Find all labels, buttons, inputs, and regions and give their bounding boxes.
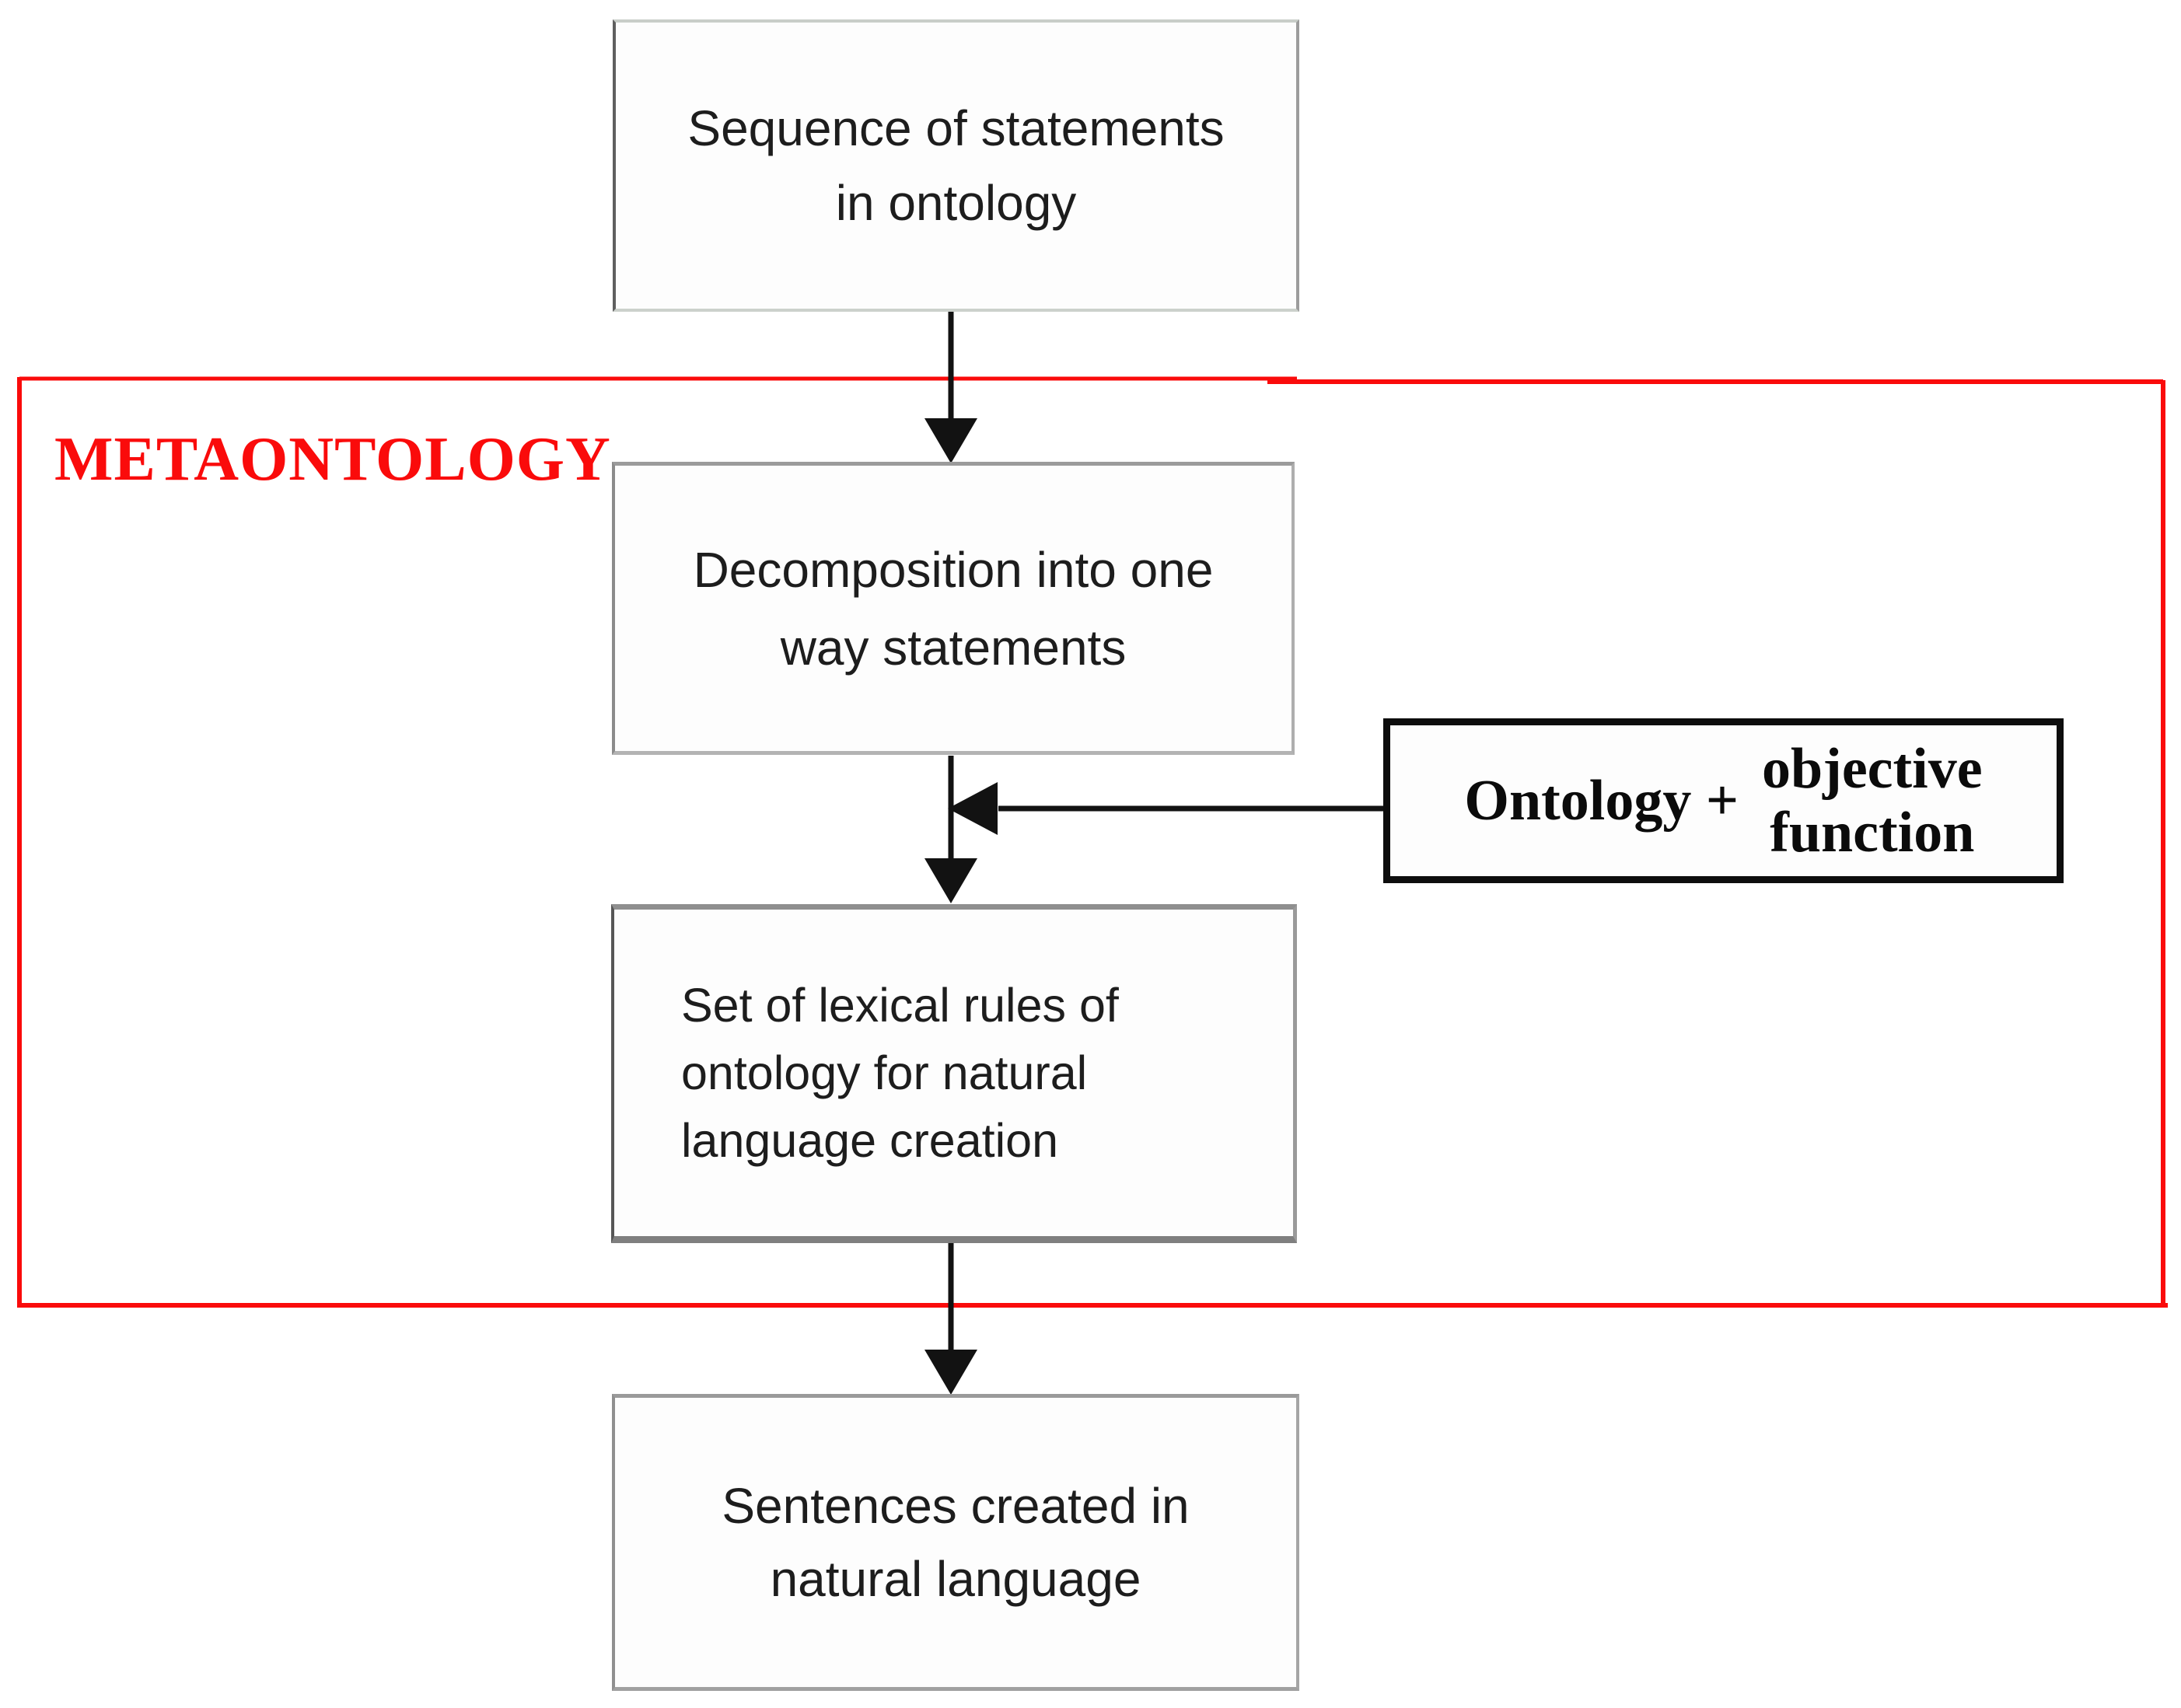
metaontology-region-border: [17, 376, 2168, 1308]
arrowhead-down-icon: [924, 858, 977, 903]
node-label-line: in ontology: [835, 175, 1077, 231]
arrow-sequence-to-decomposition: [924, 311, 977, 463]
node-label-line: Set of lexical rules of: [681, 978, 1119, 1032]
arrowhead-down-icon: [924, 1350, 977, 1395]
arrow-lexical-to-sentences: [924, 1243, 977, 1395]
node-label-line: language creation: [681, 1113, 1058, 1167]
flow-node-lexical-rules: Set of lexical rules of ontology for nat…: [611, 904, 1297, 1243]
node-label-line: objective: [1762, 737, 1983, 801]
flow-node-ontology-plus-objective-function: Ontology + objective function: [1383, 718, 2064, 883]
node-label-line: Sentences created in: [722, 1478, 1190, 1534]
arrowhead-left-icon: [948, 782, 998, 835]
arrow-ontology-to-junction: [948, 782, 1383, 835]
arrowhead-down-icon: [924, 418, 977, 463]
flow-node-sentences-created: Sentences created in natural language: [612, 1394, 1299, 1691]
node-label-line: Sequence of statements: [687, 100, 1225, 156]
arrow-decomposition-to-lexical: [924, 756, 977, 903]
node-label-line: way statements: [780, 619, 1127, 676]
flow-node-decomposition: Decomposition into one way statements: [612, 462, 1295, 755]
node-label-line: natural language: [770, 1551, 1141, 1607]
ontology-plus-text: Ontology +: [1464, 768, 1739, 833]
node-label-line: function: [1770, 801, 1975, 864]
node-label-line: ontology for natural: [681, 1046, 1088, 1099]
node-label-line: Decomposition into one: [693, 541, 1214, 598]
objective-function-stack: objective function: [1762, 737, 1983, 864]
flow-node-sequence-of-statements: Sequence of statements in ontology: [613, 19, 1299, 312]
metaontology-region-label: METAONTOLOGY: [54, 425, 611, 494]
